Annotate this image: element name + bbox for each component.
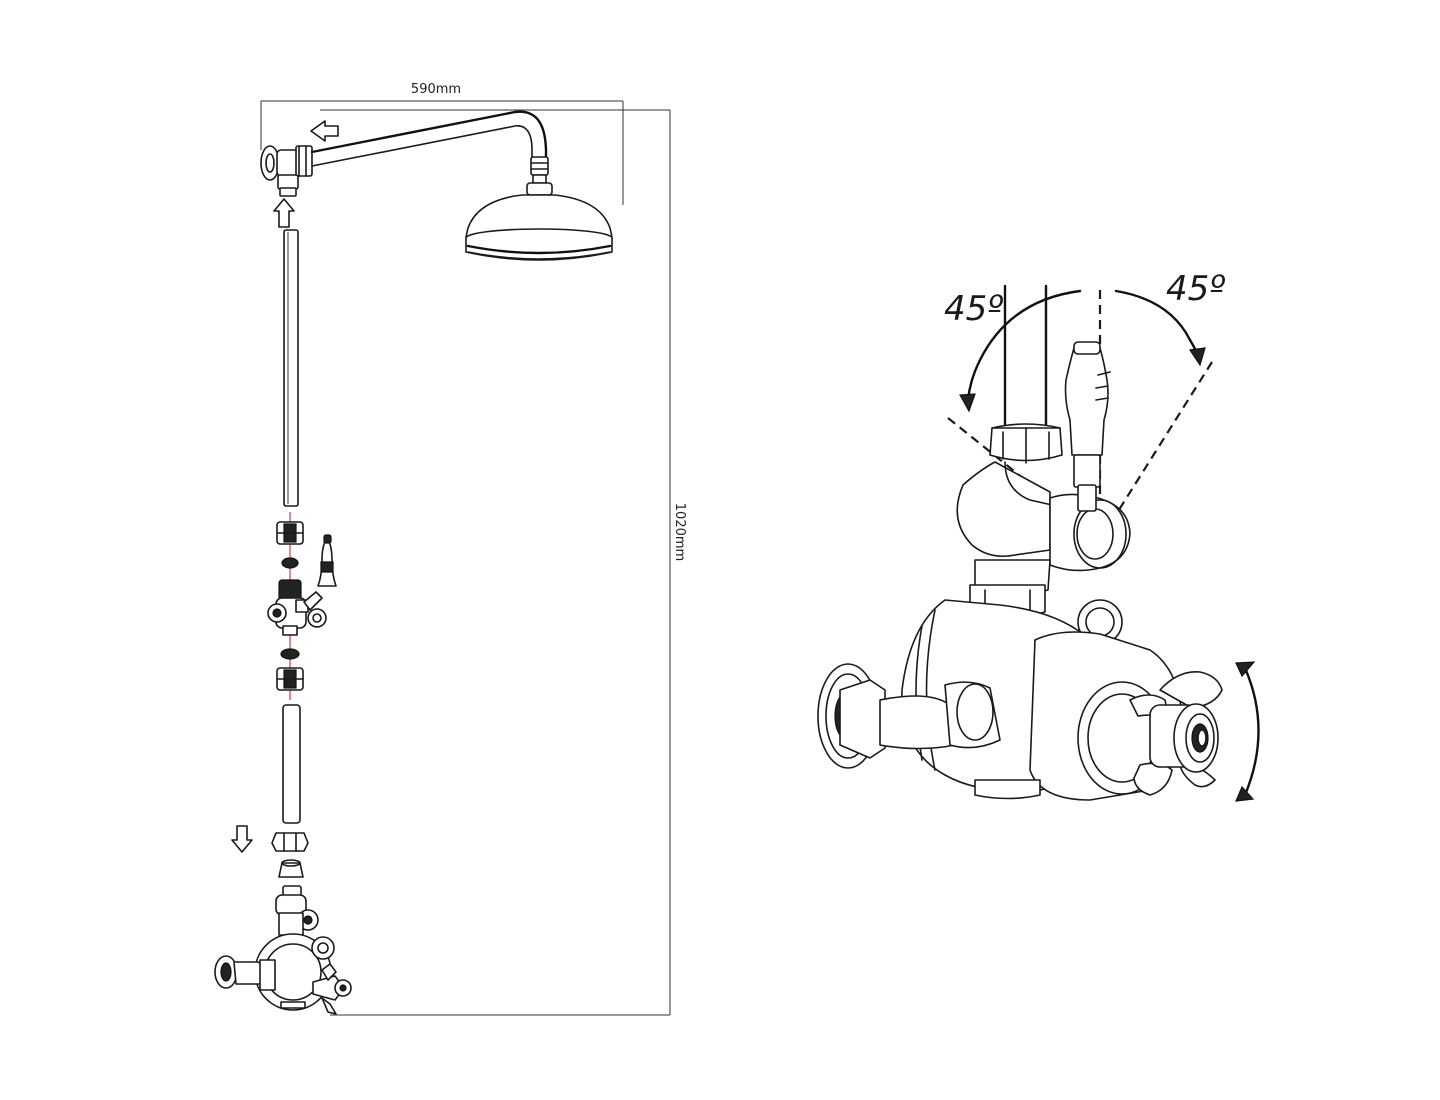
top-elbow-fitting bbox=[260, 145, 313, 197]
height-dimension: 1020mm bbox=[320, 109, 687, 1016]
left-inlet-elbow bbox=[817, 663, 1001, 769]
diverter-lever-handle[interactable] bbox=[1064, 341, 1111, 512]
upper-riser-rail bbox=[283, 229, 299, 507]
crosshead-rotation-arrow-icon bbox=[1235, 661, 1260, 802]
height-label: 1020mm bbox=[672, 503, 687, 561]
right-rotation-arc bbox=[1114, 289, 1206, 367]
shower-arm bbox=[310, 110, 553, 196]
left-rotation-arc bbox=[959, 289, 1082, 413]
riser-pipes bbox=[1003, 284, 1048, 427]
temperature-crosshead-handle[interactable] bbox=[1129, 671, 1223, 796]
compression-nut bbox=[271, 832, 309, 852]
riser-up-arrow-icon bbox=[273, 198, 295, 228]
left-angle-label: 45º bbox=[944, 289, 1003, 329]
diverter-top-nut bbox=[276, 521, 304, 545]
lower-riser-pipe bbox=[282, 704, 301, 824]
width-dimension: 590mm bbox=[260, 82, 624, 205]
down-arrow-icon bbox=[231, 825, 253, 853]
rotation-detail: 45º 45º bbox=[817, 269, 1260, 802]
shower-head bbox=[465, 194, 613, 261]
compression-olive bbox=[278, 859, 304, 878]
arm-direction-arrow-icon bbox=[310, 120, 339, 142]
exploded-assembly: 590mm 1020mm bbox=[214, 82, 687, 1016]
width-label: 590mm bbox=[411, 82, 461, 97]
right-angle-label: 45º bbox=[1166, 269, 1225, 309]
diverter-olive bbox=[281, 557, 299, 569]
diverter-body bbox=[956, 461, 1131, 618]
diverter-bottom-nut bbox=[276, 667, 304, 691]
diverter-valve bbox=[267, 534, 337, 636]
lower-olive bbox=[280, 648, 300, 660]
thermostatic-valve-small bbox=[214, 885, 352, 1015]
riser-nut bbox=[989, 423, 1063, 464]
